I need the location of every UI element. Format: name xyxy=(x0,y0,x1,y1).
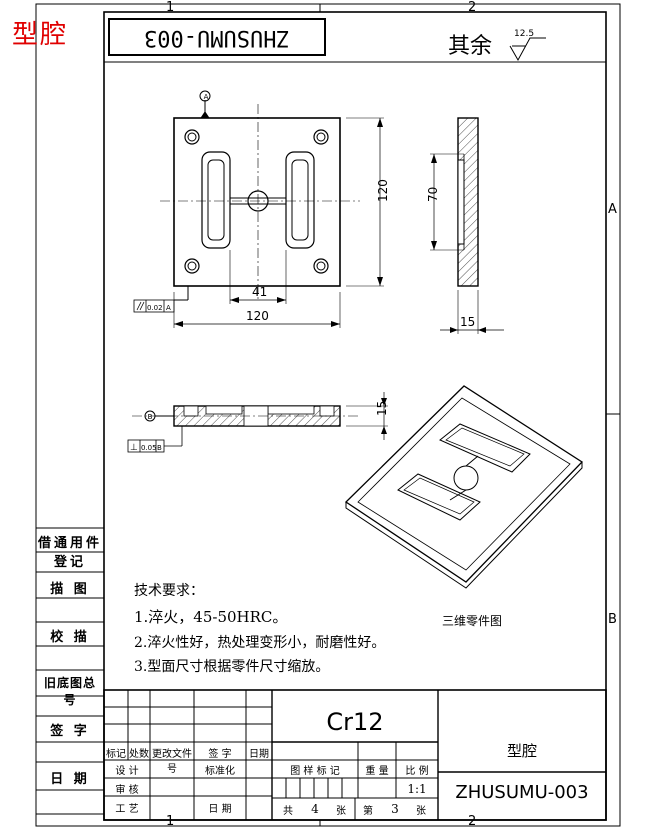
header-count: 处数 xyxy=(129,749,149,760)
sheet-no-value: 3 xyxy=(391,802,399,816)
row-review: 审 核 xyxy=(115,785,139,796)
header-change-doc: 更改文件号 xyxy=(152,749,192,775)
dim-plate-width: 120 xyxy=(246,309,269,323)
dim-side-thickness: 15 xyxy=(460,315,475,329)
tech-heading: 技术要求： xyxy=(134,583,204,599)
tolerance-section-value: 0.05 xyxy=(141,444,157,452)
side-view-arrows xyxy=(431,154,486,333)
section-view xyxy=(127,392,388,453)
part-name: 型腔 xyxy=(506,742,537,760)
side-label-trace: 描 图 xyxy=(50,582,90,597)
side-label-check: 校 描 xyxy=(50,630,90,645)
zone-top-1: 1 xyxy=(166,0,175,15)
side-view xyxy=(430,117,504,334)
tech-item-2: 2.淬火性好，热处理变形小，耐磨性好。 xyxy=(134,635,386,651)
side-label-date: 日 期 xyxy=(50,772,90,787)
iso-caption: 三维零件图 xyxy=(442,614,503,628)
zone-right-b: B xyxy=(608,612,617,627)
row-design: 设 计 xyxy=(115,766,139,777)
sheet-total-value: 4 xyxy=(311,802,319,816)
isometric-view xyxy=(344,385,584,589)
dim-center-width: 41 xyxy=(252,285,267,299)
dim-plate-height: 120 xyxy=(376,179,390,202)
scale-value: 1:1 xyxy=(407,782,427,796)
header-scale: 比 例 xyxy=(405,766,429,777)
zone-bottom-2: 2 xyxy=(468,814,477,829)
side-label-register: 借通用件登记 xyxy=(38,536,103,570)
mirrored-code-box: ZHUSUMU-003 xyxy=(108,18,326,56)
datum-letter-section: B xyxy=(148,413,153,421)
side-label-sign: 签 字 xyxy=(50,724,90,739)
section-view-arrows xyxy=(381,398,387,434)
header-signature: 签 字 xyxy=(208,749,232,760)
dim-pocket-depth: 70 xyxy=(426,187,440,202)
roughness-value: 12.5 xyxy=(514,29,534,39)
perpendicular-symbol: ⊥ xyxy=(130,443,138,453)
zone-top-2: 2 xyxy=(468,0,477,15)
tolerance-parallel-datum: A xyxy=(166,304,171,312)
drawing-number: ZHUSUMU-003 xyxy=(455,782,589,803)
page-title-red: 型腔 xyxy=(12,20,69,50)
header-weight: 重 量 xyxy=(365,766,389,777)
side-label-column xyxy=(36,527,104,815)
row-standardization: 标准化 xyxy=(205,766,235,777)
front-view-arrows xyxy=(174,118,383,327)
zone-right-a: A xyxy=(608,202,617,217)
sheet-total-label: 共 xyxy=(283,806,293,817)
tech-item-3: 3.型面尺寸根据零件尺寸缩放。 xyxy=(134,659,330,675)
datum-letter-front: A xyxy=(204,93,209,101)
mirrored-code: ZHUSUMU-003 xyxy=(144,24,290,50)
title-block xyxy=(103,689,607,821)
row-craft: 工 艺 xyxy=(115,804,139,815)
surface-finish-label: 其余 xyxy=(448,34,493,59)
dim-section-thickness: 15 xyxy=(375,401,389,416)
sheet-no-unit: 张 xyxy=(416,806,426,817)
tolerance-section-datum: B xyxy=(157,444,162,452)
header-mark: 标记 xyxy=(106,749,126,760)
row-craft-date: 日 期 xyxy=(208,804,232,815)
header-drawing-mark: 图 样 标 记 xyxy=(290,766,340,777)
surface-finish-symbol xyxy=(509,37,546,62)
zone-bottom-1: 1 xyxy=(166,814,175,829)
tolerance-parallel-value: 0.02 xyxy=(147,304,163,312)
material: Cr12 xyxy=(326,708,384,736)
header-date: 日期 xyxy=(249,749,269,760)
front-view xyxy=(133,90,384,328)
sheet-total-unit: 张 xyxy=(336,806,346,817)
sheet-no-label: 第 xyxy=(363,806,373,817)
tech-item-1: 1.淬火，45-50HRC。 xyxy=(134,608,288,626)
side-label-old-drawing: 旧底图总号 xyxy=(43,676,96,707)
